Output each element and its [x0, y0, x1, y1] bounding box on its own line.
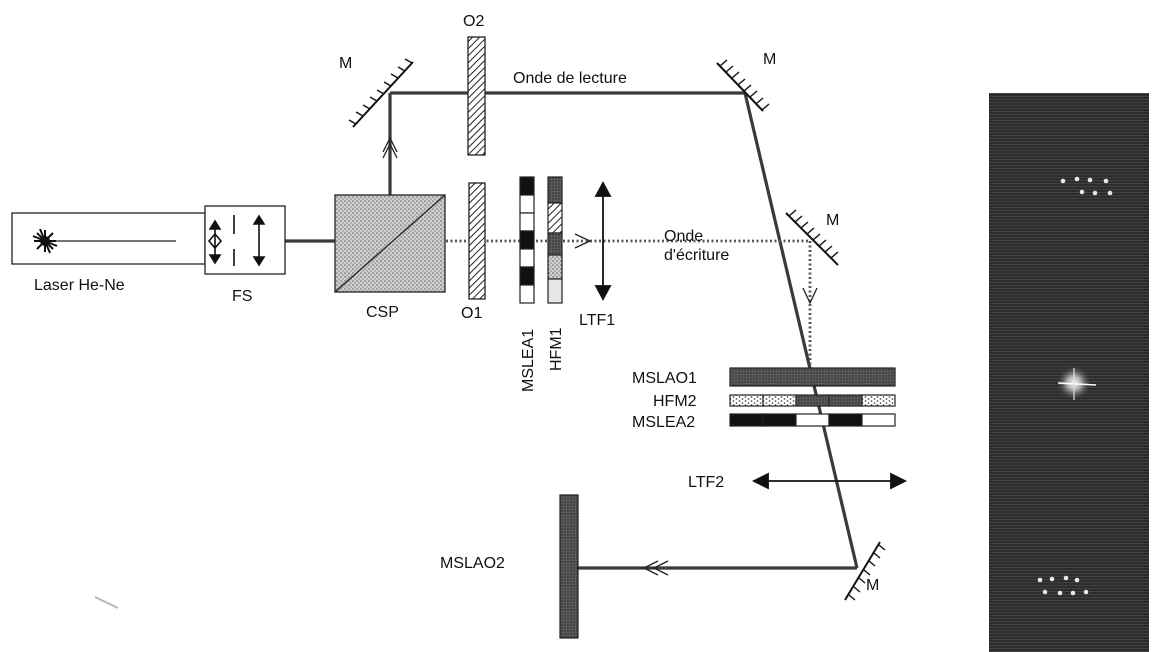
fs-label: FS	[232, 288, 252, 305]
hfm1-label: HFM1	[548, 327, 565, 371]
beam-paths	[285, 91, 859, 576]
mslea1-modulator	[519, 176, 535, 304]
fs-box	[204, 205, 286, 275]
mslea1-label: MSLEA1	[520, 329, 537, 392]
starburst-icon	[32, 228, 58, 254]
o1-plate	[468, 182, 486, 300]
read-wave-label: Onde de lecture	[513, 70, 627, 87]
laser-label: Laser He-Ne	[34, 277, 125, 294]
mslao1-label: MSLAO1	[632, 370, 697, 387]
mirror-right	[785, 209, 839, 266]
top-spots	[1060, 176, 1113, 196]
mslea2-label: MSLEA2	[632, 414, 695, 431]
write-arrow-down	[802, 287, 818, 305]
hfm2-label: HFM2	[653, 393, 697, 410]
ltf1-lens-icon	[594, 181, 612, 301]
mslao2-label: MSLAO2	[440, 555, 505, 572]
ltf2-lens-icon	[751, 472, 908, 490]
csp-diagonal	[334, 194, 446, 293]
o1-label: O1	[461, 305, 482, 322]
o2-plate	[467, 36, 486, 156]
read-arrow-left	[642, 560, 669, 576]
ltf2-label: LTF2	[688, 474, 724, 491]
diffraction-pattern-photo	[989, 93, 1149, 652]
mirror-top-right	[716, 59, 770, 112]
mirror-label-right: M	[826, 212, 839, 229]
hfm1-modulator	[547, 176, 563, 304]
mirror-label-bottom-right: M	[866, 577, 879, 594]
mirror-bottom-right	[844, 541, 886, 601]
mslao2-plate	[559, 494, 579, 639]
bottom-spots	[1037, 575, 1089, 596]
mirror-label-top-left: M	[339, 55, 352, 72]
csp-label: CSP	[366, 304, 399, 321]
fs-lens-icon	[207, 214, 266, 267]
mirror-label-top-right: M	[763, 51, 776, 68]
scan-mark	[94, 596, 119, 609]
hfm2-bar	[729, 394, 896, 407]
o2-label: O2	[463, 13, 484, 30]
mslea2-bar	[729, 413, 896, 427]
read-arrow-up	[382, 136, 398, 159]
write-arrow	[574, 233, 592, 249]
mslao1-bar	[729, 367, 896, 387]
read-beam-diagonal	[743, 92, 859, 569]
write-wave-label-2: d'écriture	[664, 247, 729, 264]
ltf1-label: LTF1	[579, 312, 615, 329]
write-wave-label-1: Onde	[664, 228, 703, 245]
center-spot	[1056, 365, 1097, 401]
mirror-top-left	[348, 58, 414, 128]
